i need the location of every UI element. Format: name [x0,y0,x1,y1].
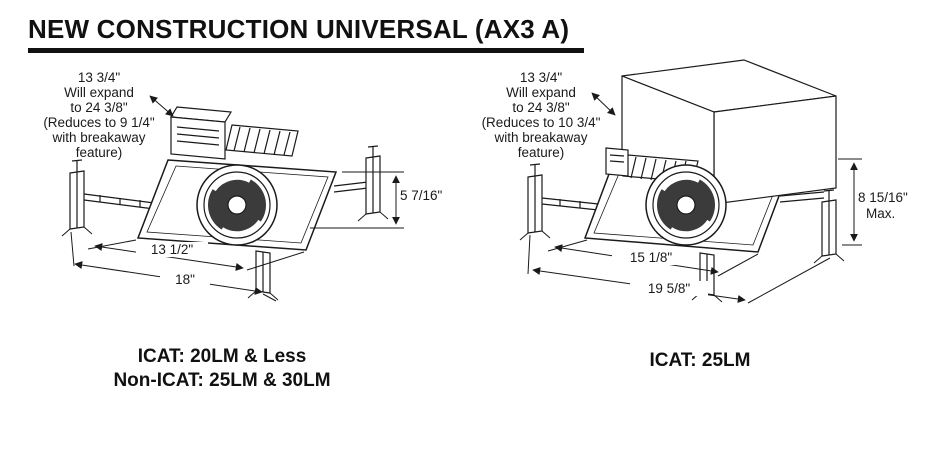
left-fixture-drawing [61,95,404,302]
right-hanger-rails [333,181,369,193]
right-height-dimension: 8 15/16" [858,190,908,205]
right-expand-note: 13 3/4" Will expand to 24 3/8" (Reduces … [481,70,601,160]
support-bracket [247,250,279,301]
right-fixture-drawing [519,59,862,304]
right-inner-width-dimension: 15 1/8" [612,250,690,265]
right-hanger-bracket [357,145,389,222]
junction-box [605,147,629,177]
driver-vents [225,124,299,157]
right-outer-width-dimension: 19 5/8" [630,281,708,296]
right-fixture-body [519,59,845,303]
right-hanger-bracket [813,189,845,264]
expand-arrow [591,92,616,116]
title-underline [28,48,584,53]
light-aperture [196,164,278,246]
right-hanger-rails [779,191,825,203]
left-hanger-bracket [61,159,93,237]
left-inner-width-dimension: 13 1/2" [136,242,208,257]
right-caption: ICAT: 25LM [649,350,751,371]
left-caption-line2: Non-ICAT: 25LM & 30LM [113,370,331,391]
right-height-dimension-suffix: Max. [866,206,896,221]
left-hanger-bracket [519,163,551,241]
left-caption-line1: ICAT: 20LM & Less [137,346,307,367]
expand-arrow [149,95,174,117]
left-outer-width-dimension: 18" [160,272,210,287]
left-height-dimension: 5 7/16" [400,188,443,203]
page-title: NEW CONSTRUCTION UNIVERSAL (AX3 A) [28,14,570,44]
left-expand-note: 13 3/4" Will expand to 24 3/8" (Reduces … [43,70,155,160]
junction-box [169,106,233,160]
left-fixture-body [61,106,389,301]
light-aperture [645,164,727,246]
